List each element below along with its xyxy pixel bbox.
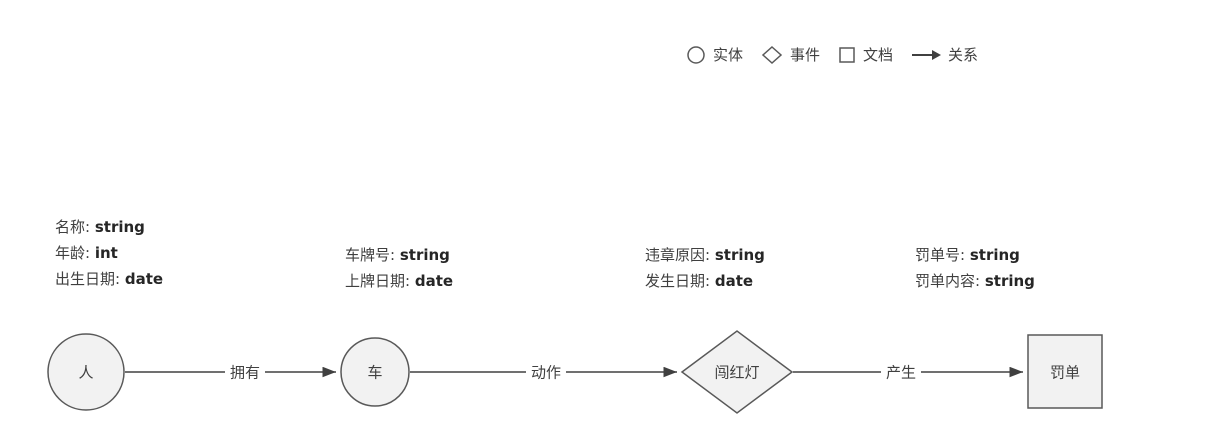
square-icon bbox=[839, 46, 855, 63]
attribute-type: date bbox=[414, 272, 454, 290]
attribute-type: string bbox=[399, 246, 450, 264]
circle-icon bbox=[687, 45, 705, 64]
edge-label-produce: 产生 bbox=[880, 361, 922, 383]
attribute-line: 违章原因: string bbox=[645, 242, 765, 268]
attribute-type: date bbox=[714, 272, 754, 290]
car-attributes: 车牌号: string 上牌日期: date bbox=[345, 242, 453, 294]
attribute-name: 出生日期: bbox=[55, 270, 121, 288]
arrow-icon bbox=[912, 49, 942, 60]
legend-label-document: 文档 bbox=[863, 46, 894, 64]
edge-label-action: 动作 bbox=[525, 361, 567, 383]
person-node-shape bbox=[47, 333, 125, 411]
attribute-name: 罚单内容: bbox=[915, 272, 981, 290]
edge-label-owns: 拥有 bbox=[224, 361, 266, 383]
ticket-node-label: 罚单 bbox=[1049, 363, 1081, 382]
attribute-type: string bbox=[984, 272, 1035, 290]
attribute-name: 名称: bbox=[55, 218, 91, 236]
attribute-line: 上牌日期: date bbox=[345, 268, 453, 294]
legend-item-relation: 关系 bbox=[911, 44, 978, 65]
attribute-type: string bbox=[94, 218, 145, 236]
attribute-line: 名称: string bbox=[55, 214, 163, 240]
attribute-type: string bbox=[969, 246, 1020, 264]
attribute-line: 罚单号: string bbox=[915, 242, 1035, 268]
diamond-icon bbox=[761, 45, 783, 64]
attribute-name: 发生日期: bbox=[645, 272, 711, 290]
run-red-light-attributes: 违章原因: string 发生日期: date bbox=[645, 242, 765, 294]
attribute-line: 年龄: int bbox=[55, 240, 163, 266]
attribute-name: 违章原因: bbox=[645, 246, 711, 264]
attribute-type: int bbox=[94, 244, 118, 262]
attribute-line: 出生日期: date bbox=[55, 266, 163, 292]
legend-item-entity: 实体 bbox=[686, 44, 743, 65]
run-red-light-node-label: 闯红灯 bbox=[714, 363, 760, 382]
car-node-label: 车 bbox=[367, 363, 383, 382]
legend-item-document: 文档 bbox=[838, 44, 893, 65]
attribute-type: date bbox=[124, 270, 164, 288]
ticket-attributes: 罚单号: string 罚单内容: string bbox=[915, 242, 1035, 294]
run-red-light-node-shape bbox=[680, 330, 794, 414]
attribute-type: string bbox=[714, 246, 765, 264]
attribute-line: 车牌号: string bbox=[345, 242, 453, 268]
legend-label-relation: 关系 bbox=[948, 46, 979, 64]
person-node-label: 人 bbox=[78, 363, 94, 382]
attribute-name: 车牌号: bbox=[345, 246, 396, 264]
attribute-name: 年龄: bbox=[55, 244, 91, 262]
attribute-line: 罚单内容: string bbox=[915, 268, 1035, 294]
person-attributes: 名称: string 年龄: int 出生日期: date bbox=[55, 214, 163, 292]
car-node-shape bbox=[340, 337, 410, 407]
attribute-name: 罚单号: bbox=[915, 246, 966, 264]
legend-label-entity: 实体 bbox=[713, 46, 744, 64]
legend-item-event: 事件 bbox=[761, 44, 820, 65]
attribute-name: 上牌日期: bbox=[345, 272, 411, 290]
legend-label-event: 事件 bbox=[790, 46, 821, 64]
legend: 实体 事件 文档 关系 bbox=[686, 44, 978, 65]
attribute-line: 发生日期: date bbox=[645, 268, 765, 294]
ticket-node-shape bbox=[1027, 334, 1103, 409]
